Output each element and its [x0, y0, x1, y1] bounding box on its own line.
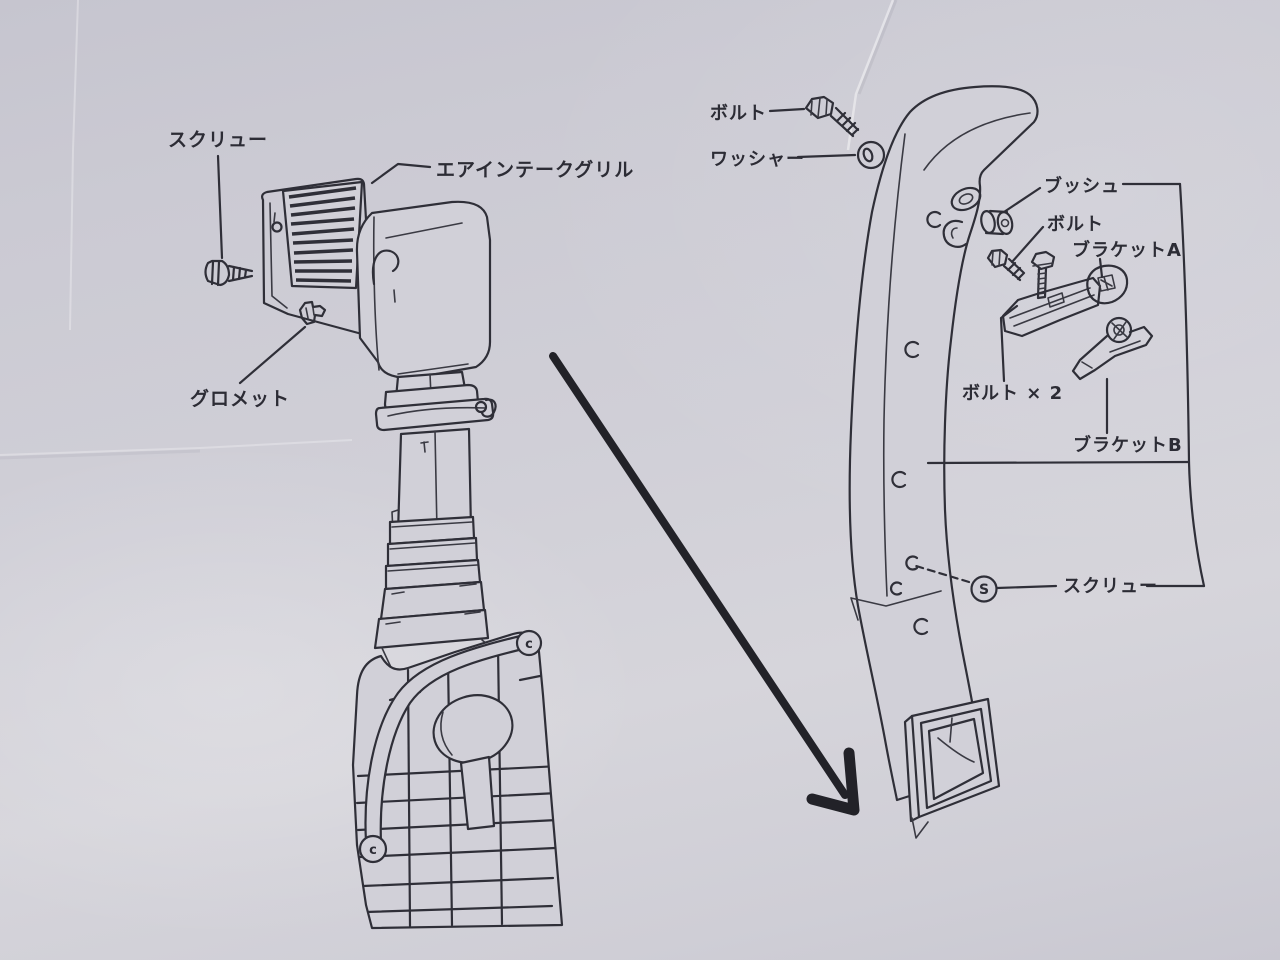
pillar-bottom-socket	[903, 697, 1001, 839]
left-assembly: スクリュー	[168, 129, 634, 930]
screw-dashed-leader	[914, 564, 971, 584]
bolt-mid-leader	[1010, 225, 1045, 264]
grommet-drawing	[298, 300, 327, 326]
screw-drawing-left	[204, 259, 254, 287]
clamp-bolt	[474, 400, 488, 414]
grouping-box	[926, 182, 1206, 588]
clip-symbol-lower: c	[369, 843, 377, 858]
screw-leader-right	[995, 584, 1058, 590]
bolt-top-label: ボルト	[710, 103, 767, 124]
screw-callout-right: S スクリュー	[914, 564, 1158, 603]
duct-bellows	[384, 515, 482, 591]
bolt-x2-leader	[999, 304, 1019, 383]
grommet-leader-line	[238, 325, 307, 385]
air-intake-grille	[281, 180, 364, 290]
pillar-holes	[889, 210, 942, 636]
bolt-top-leader	[768, 107, 806, 113]
washer-label: ワッシャー	[710, 149, 805, 170]
duct-lower-segments	[373, 580, 511, 677]
air-duct-body	[355, 200, 492, 379]
pillar-inner-line	[882, 133, 906, 597]
screw-label-right: スクリュー	[1063, 576, 1158, 597]
bolt-top-drawing	[804, 95, 860, 138]
clip-mark-upper	[515, 629, 543, 657]
pillar	[848, 85, 1039, 839]
washer-leader	[796, 153, 857, 159]
screw-symbol: S	[979, 582, 989, 598]
screw-symbol-circle	[970, 575, 998, 603]
clip-symbol-upper: c	[525, 637, 533, 652]
grommet-label: グロメット	[190, 387, 290, 410]
bolt-x2-label: ボルト × 2	[962, 383, 1063, 404]
duct-inlet-curl	[371, 249, 400, 286]
duct-neck-clamp	[374, 370, 497, 432]
screw-leader-line	[216, 154, 224, 260]
bracket-a-leader	[1098, 257, 1104, 279]
pillar-mount-ears	[942, 186, 982, 248]
bush-label: ブッシュ	[1044, 175, 1120, 197]
bolt-mid-label: ボルト	[1047, 214, 1104, 235]
pillar-seam	[850, 590, 942, 621]
grille-label: エアインテークグリル	[436, 158, 634, 181]
bolt-mid-drawing	[986, 248, 1026, 282]
screw-label-left: スクリュー	[168, 129, 268, 151]
grille-leader-line	[370, 162, 432, 185]
bush-leader	[1002, 186, 1042, 214]
pillar-outline	[848, 85, 1039, 802]
bush-drawing	[980, 209, 1014, 236]
bracket-a-label: ブラケットA	[1072, 239, 1182, 261]
bracket-a-base	[1001, 276, 1102, 338]
washer-drawing	[856, 140, 886, 170]
bracket-a-assembly	[1001, 250, 1129, 338]
base-slot	[459, 755, 496, 831]
bracket-a-piece	[1086, 264, 1129, 305]
grille-slats	[288, 186, 357, 283]
clip-mark-lower	[358, 834, 388, 864]
bracket-b-drawing	[1071, 316, 1154, 381]
right-assembly: ボルト ワッシャー	[710, 85, 1206, 839]
paper-creases	[0, 0, 898, 460]
direction-arrow	[549, 352, 860, 816]
bracket-b-label: ブラケットB	[1073, 434, 1183, 456]
pillar-bend-line	[923, 112, 1031, 171]
base-housing: c c	[351, 629, 564, 930]
